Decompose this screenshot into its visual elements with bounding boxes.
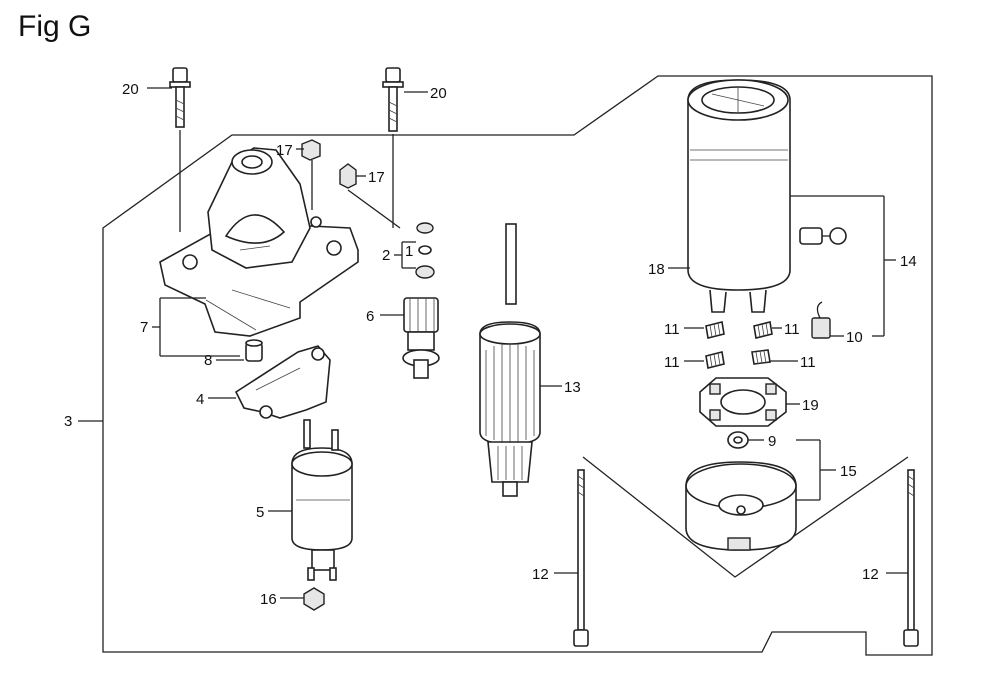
cap-8	[245, 339, 263, 362]
rear-cover-15	[685, 461, 797, 551]
callout-17-right: 17	[368, 169, 385, 186]
callout-15: 15	[840, 463, 857, 480]
through-bolt-12-left	[573, 469, 589, 647]
callout-20-right: 20	[430, 85, 447, 102]
callout-6: 6	[366, 308, 374, 325]
through-bolt-12-right	[903, 469, 919, 647]
callout-16: 16	[260, 591, 277, 608]
figure-title: Fig G	[18, 10, 92, 43]
yoke-18	[687, 79, 847, 313]
brush-holder-19	[699, 377, 787, 427]
callout-10: 10	[846, 329, 863, 346]
nut-17-left	[301, 139, 321, 161]
nut-16	[303, 587, 325, 611]
assembly-boundary	[102, 75, 933, 656]
callout-11-d: 11	[800, 354, 816, 371]
callout-11-a: 11	[664, 321, 680, 338]
callout-12-left: 12	[532, 566, 549, 583]
bolt-20-left	[169, 67, 191, 128]
callout-1: 1	[405, 243, 413, 260]
callout-3: 3	[64, 413, 72, 430]
callout-9: 9	[768, 433, 776, 450]
spring-11-c	[705, 351, 725, 369]
bolt-20-right	[382, 67, 404, 132]
callout-12-right: 12	[862, 566, 879, 583]
callout-2: 2	[382, 247, 390, 264]
callout-18: 18	[648, 261, 665, 278]
callout-17-left: 17	[276, 142, 293, 159]
callout-14: 14	[900, 253, 917, 270]
nut-17-right	[339, 163, 357, 189]
callout-11-c: 11	[664, 354, 680, 371]
washer-stack	[415, 222, 435, 279]
front-housing	[159, 147, 359, 337]
callout-labels: 20 20 17 17 2 1 7 8 6 4 3 5 16 13 18 14 …	[64, 81, 917, 608]
leader-lines	[78, 87, 908, 599]
callout-20-left: 20	[122, 81, 139, 98]
pinion-gear-6	[402, 297, 440, 379]
callout-7: 7	[140, 319, 148, 336]
solenoid-5	[291, 419, 353, 581]
shift-lever-4	[234, 345, 331, 419]
callout-11-b: 11	[784, 321, 800, 338]
brush-10	[811, 301, 831, 339]
callout-19: 19	[802, 397, 819, 414]
callout-5: 5	[256, 504, 264, 521]
spring-11-d	[751, 349, 771, 365]
armature-13	[479, 223, 541, 497]
bushing-9	[727, 431, 749, 449]
callout-13: 13	[564, 379, 581, 396]
callout-4: 4	[196, 391, 204, 408]
spring-11-b	[753, 321, 773, 339]
callout-8: 8	[204, 352, 212, 369]
spring-11-a	[705, 321, 725, 339]
end-cover-boundary	[582, 456, 909, 578]
